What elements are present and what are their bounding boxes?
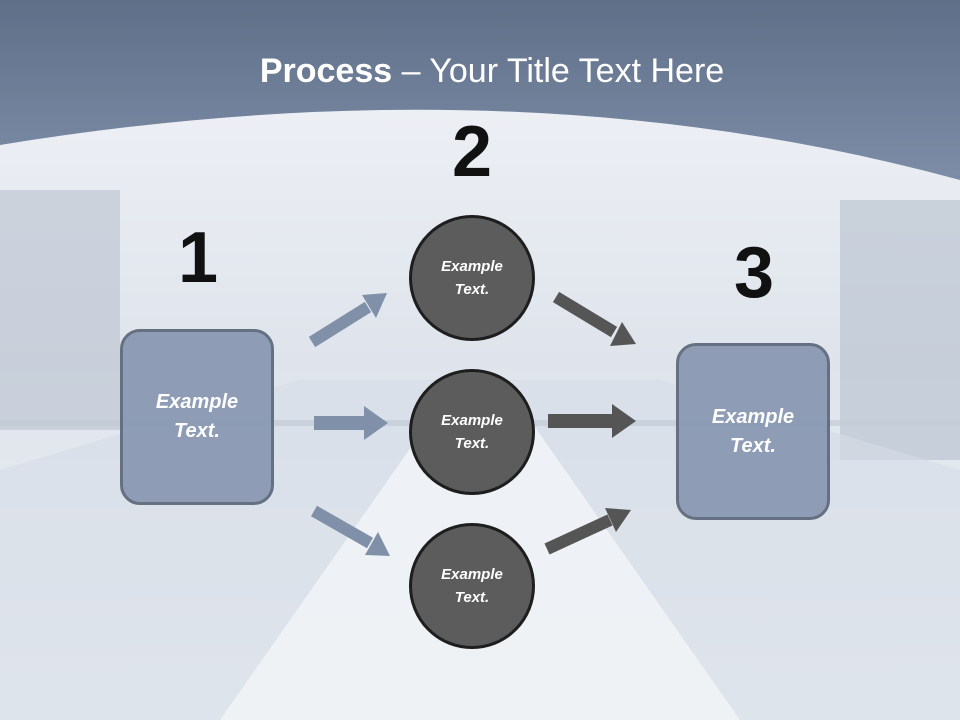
header-band xyxy=(0,0,960,180)
circle-3-line2: Text. xyxy=(454,589,490,606)
step-1-box[interactable]: Example Text. xyxy=(120,329,274,505)
circle-3-text: Example Text. xyxy=(441,563,503,609)
storefront-left xyxy=(0,190,120,430)
title-rest: – Your Title Text Here xyxy=(392,52,725,90)
circle-2-text: Example Text. xyxy=(441,409,503,455)
circle-1-line1: Example xyxy=(441,258,503,275)
arrow-from-circle-1 xyxy=(552,291,636,346)
step-2-circle-2[interactable]: Example Text. xyxy=(409,369,535,495)
step-number-2: 2 xyxy=(451,112,493,192)
arrow-to-circle-1 xyxy=(308,293,387,348)
arrow-to-circle-3 xyxy=(311,505,390,556)
step-2-circle-3[interactable]: Example Text. xyxy=(409,523,535,649)
circle-2-line2: Text. xyxy=(454,435,490,452)
arrow-from-circle-3 xyxy=(544,508,631,555)
step-3-box-text: Example Text. xyxy=(712,403,794,461)
step-3-box-line1: Example xyxy=(711,405,795,428)
step-number-1: 1 xyxy=(177,218,219,298)
storefront-right xyxy=(840,200,960,460)
step-1-box-text: Example Text. xyxy=(156,388,238,446)
arrow-to-circle-2 xyxy=(314,406,388,440)
circle-3-line1: Example xyxy=(441,566,503,583)
step-number-3: 3 xyxy=(733,233,775,313)
step-3-box-line2: Text. xyxy=(730,434,776,457)
step-1-box-line2: Text. xyxy=(174,420,220,442)
circle-1-text: Example Text. xyxy=(441,255,503,301)
step-1-box-line1: Example xyxy=(155,391,239,413)
circle-2-line1: Example xyxy=(441,412,503,429)
circle-1-line2: Text. xyxy=(454,281,490,298)
title-bold: Process xyxy=(259,52,393,90)
step-2-circle-1[interactable]: Example Text. xyxy=(409,215,535,341)
slide-title: Process – Your Title Text Here xyxy=(0,52,960,91)
arrow-from-circle-2 xyxy=(548,404,636,438)
step-3-box[interactable]: Example Text. xyxy=(676,343,830,520)
